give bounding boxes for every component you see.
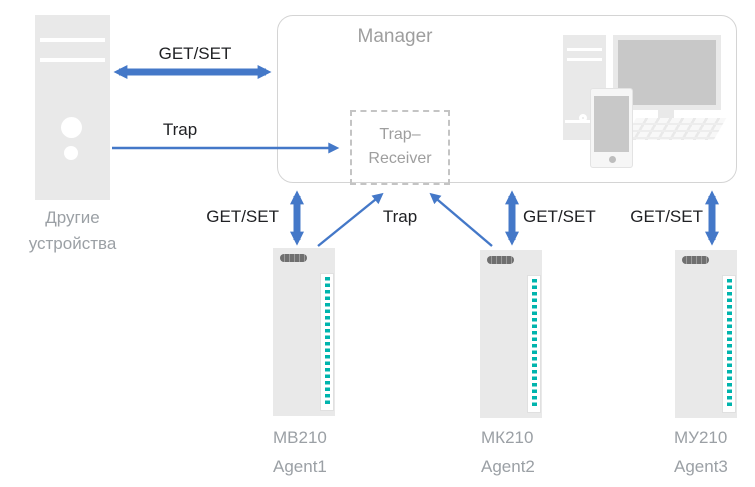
agent1-label: МВ210 Agent1 [273,423,368,481]
other-devices-tower-icon [35,15,110,200]
tower-vent-slot [40,38,105,42]
other-devices-label: Другие устройства [10,205,135,257]
label-getset-agent2: GET/SET [523,207,596,226]
agent3-device-module [675,250,737,418]
agent2-name: Agent2 [481,457,535,476]
smartphone-screen [594,96,629,152]
other-devices-label-line1: Другие [45,208,100,227]
label-getset-agent3: GET/SET [630,207,703,226]
agent2-model: МК210 [481,428,534,447]
smartphone-icon [590,88,633,168]
tower-vent-slot [567,58,602,61]
led-indicators [324,277,330,407]
brand-logo-badge [682,256,709,264]
agent2-label: МК210 Agent2 [481,423,576,481]
agent3-name: Agent3 [674,457,728,476]
label-trap-other: Trap [162,120,198,139]
manager-title: Manager [357,26,433,47]
led-indicators [726,279,732,409]
workstation-icon-group [560,30,740,175]
smartphone-home-button [609,156,616,163]
trap-receiver-box: Trap– Receiver [350,110,450,185]
agent1-device-module [273,248,335,416]
monitor-screen [618,40,716,105]
trap-receiver-label-line2: Receiver [368,150,432,167]
other-devices-label-line2: устройства [28,234,117,253]
led-indicators [531,279,537,409]
tower-slider-knob [579,114,587,122]
agent1-model: МВ210 [273,428,327,447]
led-strip [321,274,333,410]
label-getset-agent1: GET/SET [206,207,279,226]
label-trap-agents: Trap [382,207,418,226]
trap-receiver-label-line1: Trap– [379,126,421,143]
monitor-icon [613,35,721,110]
agent1-name: Agent1 [273,457,327,476]
monitor-stand [658,110,674,120]
agent3-label: МУ210 Agent3 [674,423,755,481]
label-getset-other: GET/SET [158,44,232,63]
tower-vent-slot [567,48,602,51]
agent2-device-module [480,250,542,418]
tower-button-large [61,117,82,138]
led-strip [723,276,735,412]
arrow-trap-agent2-receiver [429,192,493,247]
brand-logo-badge [280,254,307,262]
keyboard-icon [623,118,727,140]
led-strip [528,276,540,412]
tower-vent-slot [40,58,105,62]
brand-logo-badge [487,256,514,264]
tower-button-small [64,146,78,160]
agent3-model: МУ210 [674,428,728,447]
